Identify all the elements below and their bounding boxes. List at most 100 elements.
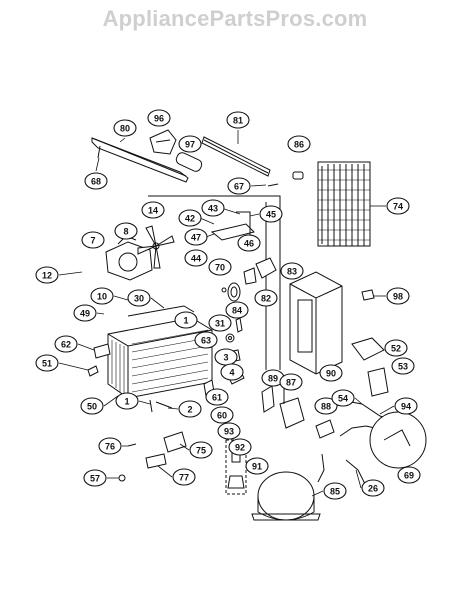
callout-bubble (201, 199, 225, 217)
callout-label: 60 (217, 411, 227, 421)
leader-line (379, 405, 395, 415)
callout-label: 1 (124, 397, 129, 407)
callout-1: 1 (174, 311, 198, 329)
callout-label: 4 (229, 368, 234, 378)
callout-92: 92 (228, 438, 252, 456)
callout-label: 2 (187, 405, 192, 415)
part-57 (118, 474, 126, 482)
callout-4: 4 (220, 363, 244, 381)
callout-label: 43 (208, 204, 218, 214)
housing-82 (289, 271, 343, 375)
callout-label: 92 (235, 443, 245, 453)
callout-8: 8 (114, 222, 138, 240)
callout-label: 61 (212, 393, 222, 403)
callout-bubble (174, 311, 198, 329)
callout-bubble (384, 339, 408, 357)
leader-line (58, 362, 89, 371)
callout-bubble (323, 482, 347, 500)
callout-label: 67 (234, 182, 244, 192)
callout-bubble (141, 201, 165, 219)
callout-bubble (217, 422, 241, 440)
leader-line (119, 137, 126, 143)
callout-90: 90 (319, 364, 343, 382)
condenser-coil-74 (317, 161, 371, 247)
callout-63: 63 (194, 331, 218, 349)
leader-line (249, 213, 260, 217)
callout-label: 54 (338, 394, 348, 404)
leader-line (103, 395, 119, 407)
callout-bubble (228, 438, 252, 456)
leader-line (96, 312, 105, 315)
callout-bubble (80, 397, 104, 415)
callout-89: 89 (261, 369, 285, 387)
callout-52: 52 (384, 339, 408, 357)
leader-line (311, 490, 324, 497)
callout-44: 44 (184, 249, 208, 267)
callout-68: 68 (84, 157, 108, 190)
callout-bubble (279, 373, 303, 391)
part-98 (361, 289, 375, 301)
leader-line (355, 469, 362, 489)
callout-67: 67 (227, 177, 267, 195)
callout-bubble (391, 357, 415, 375)
callout-label: 74 (393, 202, 403, 212)
callout-bubble (331, 389, 355, 407)
leader-line (150, 297, 165, 309)
callout-bubble (178, 209, 202, 227)
callout-bubble (90, 287, 114, 305)
callout-93: 93 (217, 422, 241, 440)
callout-31: 31 (208, 314, 232, 332)
callout-label: 77 (179, 473, 189, 483)
callout-label: 83 (287, 267, 297, 277)
detail-69 (369, 411, 427, 469)
callout-bubble (245, 457, 269, 475)
screws-1-2 (149, 399, 173, 413)
callout-bubble (208, 258, 232, 276)
callout-label: 62 (61, 340, 71, 350)
callout-80: 80 (113, 119, 137, 143)
callout-77: 77 (157, 465, 196, 486)
callout-bubble (280, 262, 304, 280)
callout-label: 8 (123, 227, 128, 237)
callout-label: 91 (252, 462, 262, 472)
wire-lead (317, 453, 325, 483)
callout-60: 60 (210, 406, 234, 424)
callout-74: 74 (370, 197, 410, 215)
leader-line (157, 465, 173, 478)
part-31 (235, 317, 243, 333)
callout-label: 88 (321, 402, 331, 412)
callout-label: 31 (215, 319, 225, 329)
callout-label: 49 (80, 309, 90, 319)
callout-10: 10 (90, 287, 129, 305)
callout-bubble (73, 304, 97, 322)
leader-line (250, 184, 267, 187)
callout-83: 83 (280, 262, 304, 280)
callout-42: 42 (178, 209, 215, 227)
callout-bubble (127, 289, 151, 307)
callout-bubble (210, 406, 234, 424)
callout-30: 30 (127, 289, 165, 309)
relay-97 (175, 152, 203, 172)
fan-blade-14 (137, 225, 175, 269)
callout-61: 61 (205, 388, 229, 406)
bracket-46 (210, 211, 255, 244)
callout-bubble (83, 469, 107, 487)
callout-label: 63 (201, 336, 211, 346)
callout-label: 80 (120, 124, 130, 134)
callout-85: 85 (311, 482, 347, 500)
callout-57: 57 (83, 469, 119, 487)
callout-50: 50 (80, 395, 119, 415)
callout-86: 86 (287, 135, 311, 153)
callout-label: 94 (401, 402, 411, 412)
callout-bubble (397, 466, 421, 484)
callout-53: 53 (391, 357, 415, 375)
callout-bubble (314, 397, 338, 415)
leader-line (138, 400, 151, 405)
callout-label: 98 (393, 292, 403, 302)
callout-76: 76 (98, 437, 128, 455)
part-76 (127, 443, 137, 447)
callout-label: 87 (286, 378, 296, 388)
callout-label: 76 (105, 442, 115, 452)
callout-46: 46 (237, 234, 261, 252)
callout-label: 52 (391, 344, 401, 354)
